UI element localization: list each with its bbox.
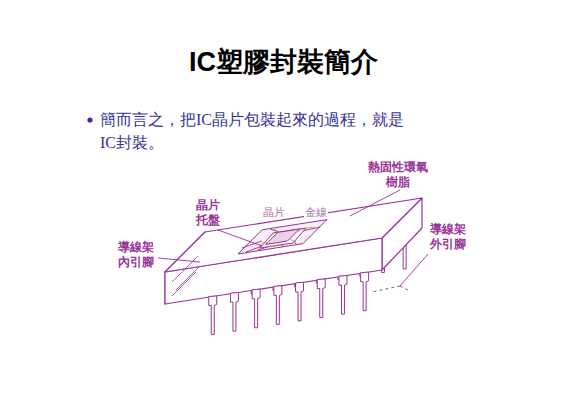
slide-title: IC塑膠封裝簡介 [189, 44, 378, 80]
front-pin [252, 289, 260, 328]
cutaway-cavity [238, 220, 327, 254]
front-pin [296, 282, 304, 321]
part-label: 導線架 內引腳 [118, 240, 154, 270]
gold-wires [258, 228, 318, 250]
inner-leads [242, 227, 320, 252]
bullet-text: 簡而言之，把IC晶片包裝起來的過程，就是 IC封裝。 [100, 108, 460, 154]
front-pins [209, 272, 369, 334]
front-pin [317, 279, 325, 318]
epoxy-top-face [165, 198, 422, 272]
part-label: 導線架 外引腳 [430, 222, 466, 252]
bullet-dot [87, 117, 92, 122]
part-label: 金線 [304, 206, 328, 219]
front-pin [209, 296, 217, 335]
part-label: 晶片 [262, 206, 286, 219]
front-pin [361, 272, 369, 311]
part-label: 熱固性環氧 樹脂 [368, 160, 428, 190]
leader-lines [158, 190, 428, 292]
front-pin [339, 276, 347, 315]
chip [266, 229, 300, 244]
front-pin [230, 293, 238, 332]
part-label: 晶片 托盤 [196, 198, 220, 228]
front-pin [274, 286, 282, 325]
